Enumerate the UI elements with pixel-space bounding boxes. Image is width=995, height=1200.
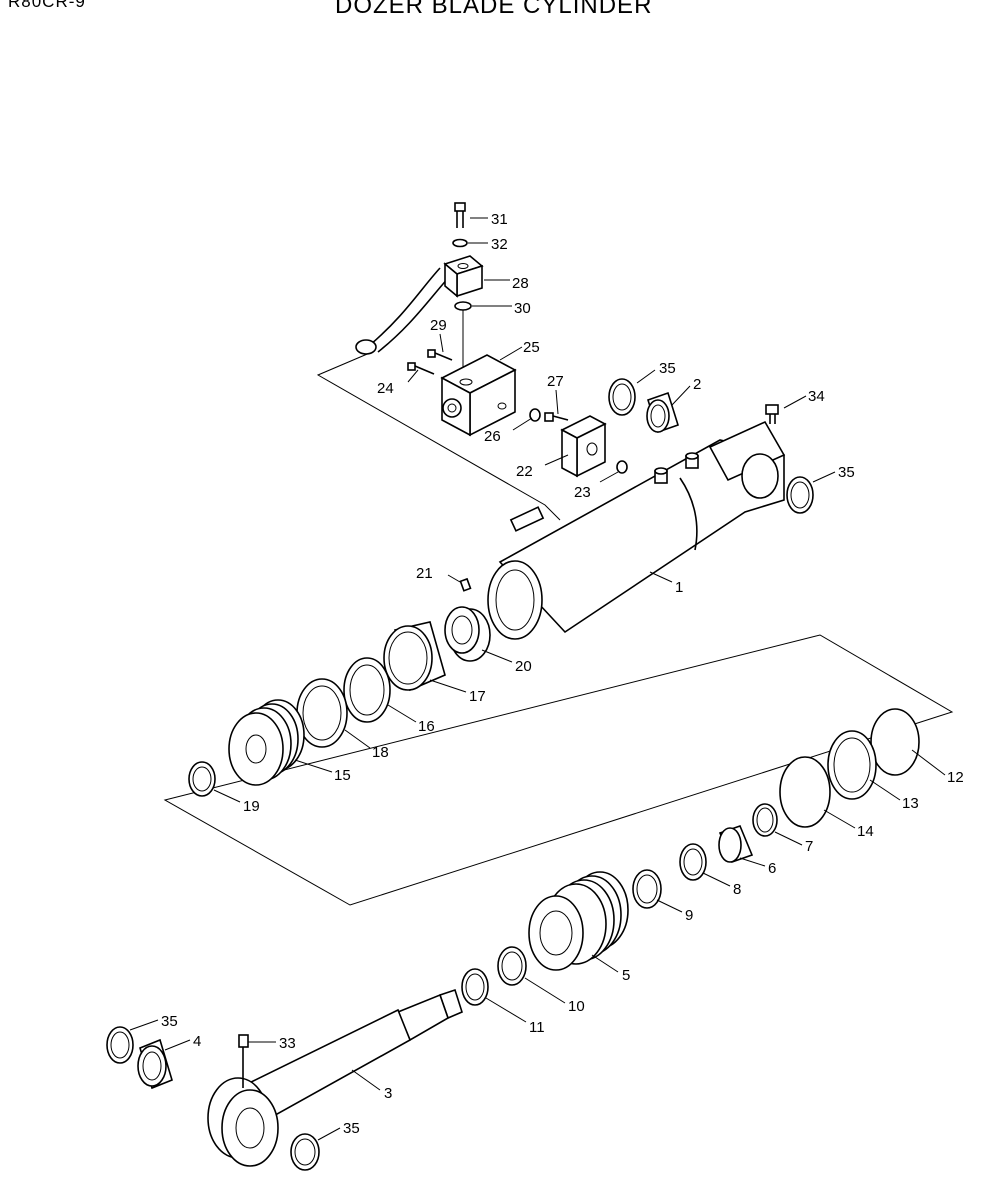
callout-35-bottom-left: 35 (161, 1013, 178, 1030)
part-12-disc (870, 708, 920, 776)
part-25-valve-block (440, 354, 517, 437)
leader-lines (129, 217, 946, 1141)
callout-35-top: 35 (659, 360, 676, 377)
part-22-bracket (560, 415, 607, 478)
part-26-o-ring (529, 408, 541, 422)
part-15-piston (228, 699, 305, 786)
callout-32: 32 (491, 236, 508, 253)
part-3-piston-rod (207, 988, 463, 1167)
callout-7: 7 (805, 838, 813, 855)
callout-8: 8 (733, 881, 741, 898)
part-30-o-ring (454, 301, 472, 311)
part-34-grease-nipple (765, 404, 779, 424)
callout-9: 9 (685, 907, 693, 924)
callout-21: 21 (416, 565, 433, 582)
part-2-bushing (646, 391, 679, 434)
callout-3: 3 (384, 1085, 392, 1102)
model-label: R80CR-9 (8, 0, 86, 11)
callout-29: 29 (430, 317, 447, 334)
callout-35-bottom-right: 35 (343, 1120, 360, 1137)
part-5-rod-cover (528, 871, 629, 971)
part-28-hose-flange (355, 255, 484, 355)
part-27-bolt (544, 412, 569, 422)
callout-22: 22 (516, 463, 533, 480)
part-23-o-ring (616, 460, 628, 474)
part-13-ring (827, 730, 877, 800)
callout-34: 34 (808, 388, 825, 405)
group-boundary-upper (316, 351, 561, 521)
callout-26: 26 (484, 428, 501, 445)
part-6-bushing (718, 824, 754, 864)
callout-17: 17 (469, 688, 486, 705)
callout-15: 15 (334, 767, 351, 784)
group-boundary-lower (163, 634, 954, 906)
part-29-bolt (427, 349, 453, 361)
callout-4: 4 (193, 1033, 201, 1050)
callout-30: 30 (514, 300, 531, 317)
part-24-bolt (407, 362, 435, 375)
callout-35-right: 35 (838, 464, 855, 481)
callout-19: 19 (243, 798, 260, 815)
callout-10: 10 (568, 998, 585, 1015)
callout-23: 23 (574, 484, 591, 501)
callout-27: 27 (547, 373, 564, 390)
part-16-ring (343, 657, 391, 723)
part-33-grease-nipple (238, 1034, 249, 1088)
callout-11: 11 (529, 1019, 545, 1036)
callout-24: 24 (377, 380, 394, 397)
callout-1: 1 (675, 579, 683, 596)
callout-labels: 31 32 28 30 29 25 24 27 26 22 23 35 2 34… (161, 211, 964, 1137)
part-21-set-screw (459, 577, 472, 592)
callout-6: 6 (768, 860, 776, 877)
callout-33: 33 (279, 1035, 296, 1052)
callout-12: 12 (947, 769, 964, 786)
callout-2: 2 (693, 376, 701, 393)
callout-31: 31 (491, 211, 508, 228)
part-1-cylinder-tube (487, 420, 786, 640)
part-17-sleeve (383, 621, 446, 692)
part-20-lock-nut (444, 606, 491, 662)
part-32-washer (452, 238, 468, 248)
diagram-title: DOZER BLADE CYLINDER (335, 0, 653, 19)
callout-5: 5 (622, 967, 630, 984)
callout-14: 14 (857, 823, 874, 840)
callout-13: 13 (902, 795, 919, 812)
callout-18: 18 (372, 744, 389, 761)
callout-16: 16 (418, 718, 435, 735)
callout-20: 20 (515, 658, 532, 675)
part-14-o-ring (779, 756, 831, 828)
part-4-bushing (137, 1038, 173, 1090)
part-31-bolt (454, 202, 466, 228)
callout-25: 25 (523, 339, 540, 356)
callout-28: 28 (512, 275, 529, 292)
